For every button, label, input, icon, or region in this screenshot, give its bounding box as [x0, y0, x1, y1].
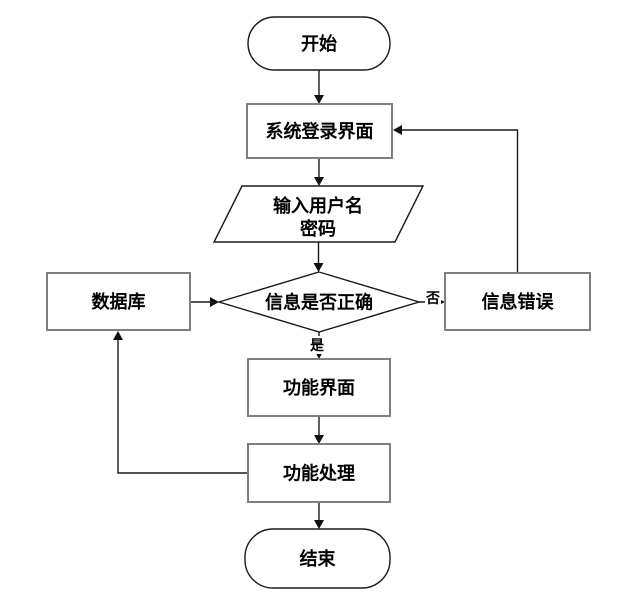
node-error: 信息错误	[444, 272, 591, 331]
error-process-shape	[444, 272, 591, 331]
database-label: 数据库	[92, 291, 146, 312]
no-edge-label: 否	[425, 291, 440, 307]
yes-label-mask	[309, 336, 325, 354]
input-io-shape	[212, 185, 425, 243]
function-process-shape	[247, 443, 391, 503]
edge-error-login	[401, 129, 519, 273]
decision-label: 信息是否正确	[265, 292, 373, 313]
arrow-down-icon	[314, 435, 324, 444]
yes-edge-label: 是	[310, 338, 325, 354]
login-label: 系统登录界面	[266, 121, 374, 142]
arrow-up-icon	[113, 331, 123, 340]
end-label: 结束	[300, 548, 337, 569]
input-label-line2: 密码	[300, 218, 336, 239]
error-label: 信息错误	[482, 291, 555, 312]
login-process-shape	[246, 103, 393, 159]
edge-labels: 是 否	[309, 289, 441, 354]
start-terminator-shape	[247, 16, 391, 71]
no-label-mask	[425, 289, 441, 307]
arrow-down-icon	[314, 520, 324, 529]
edge-functionprocess-database	[117, 339, 248, 474]
end-terminator-shape	[244, 528, 391, 589]
arrow-down-icon	[314, 177, 324, 186]
node-input: 输入用户名 密码	[212, 185, 425, 243]
input-label-line1: 输入用户名	[273, 195, 363, 216]
arrow-left-icon	[393, 125, 402, 135]
start-label: 开始	[301, 33, 337, 54]
arrow-right-icon	[210, 297, 219, 307]
decision-diamond-shape	[216, 271, 422, 333]
arrow-down-icon	[313, 263, 324, 272]
node-decision: 信息是否正确	[216, 271, 422, 333]
arrow-down-icon	[314, 95, 324, 104]
node-start: 开始	[247, 16, 391, 71]
node-function-process: 功能处理	[247, 443, 391, 503]
function-ui-process-shape	[247, 358, 391, 417]
function-process-label: 功能处理	[283, 463, 355, 484]
database-process-shape	[46, 272, 191, 331]
node-end: 结束	[244, 528, 391, 589]
node-database: 数据库	[46, 272, 191, 331]
node-function-ui: 功能界面	[247, 358, 391, 417]
function-ui-label: 功能界面	[283, 377, 355, 398]
node-login: 系统登录界面	[246, 103, 393, 159]
